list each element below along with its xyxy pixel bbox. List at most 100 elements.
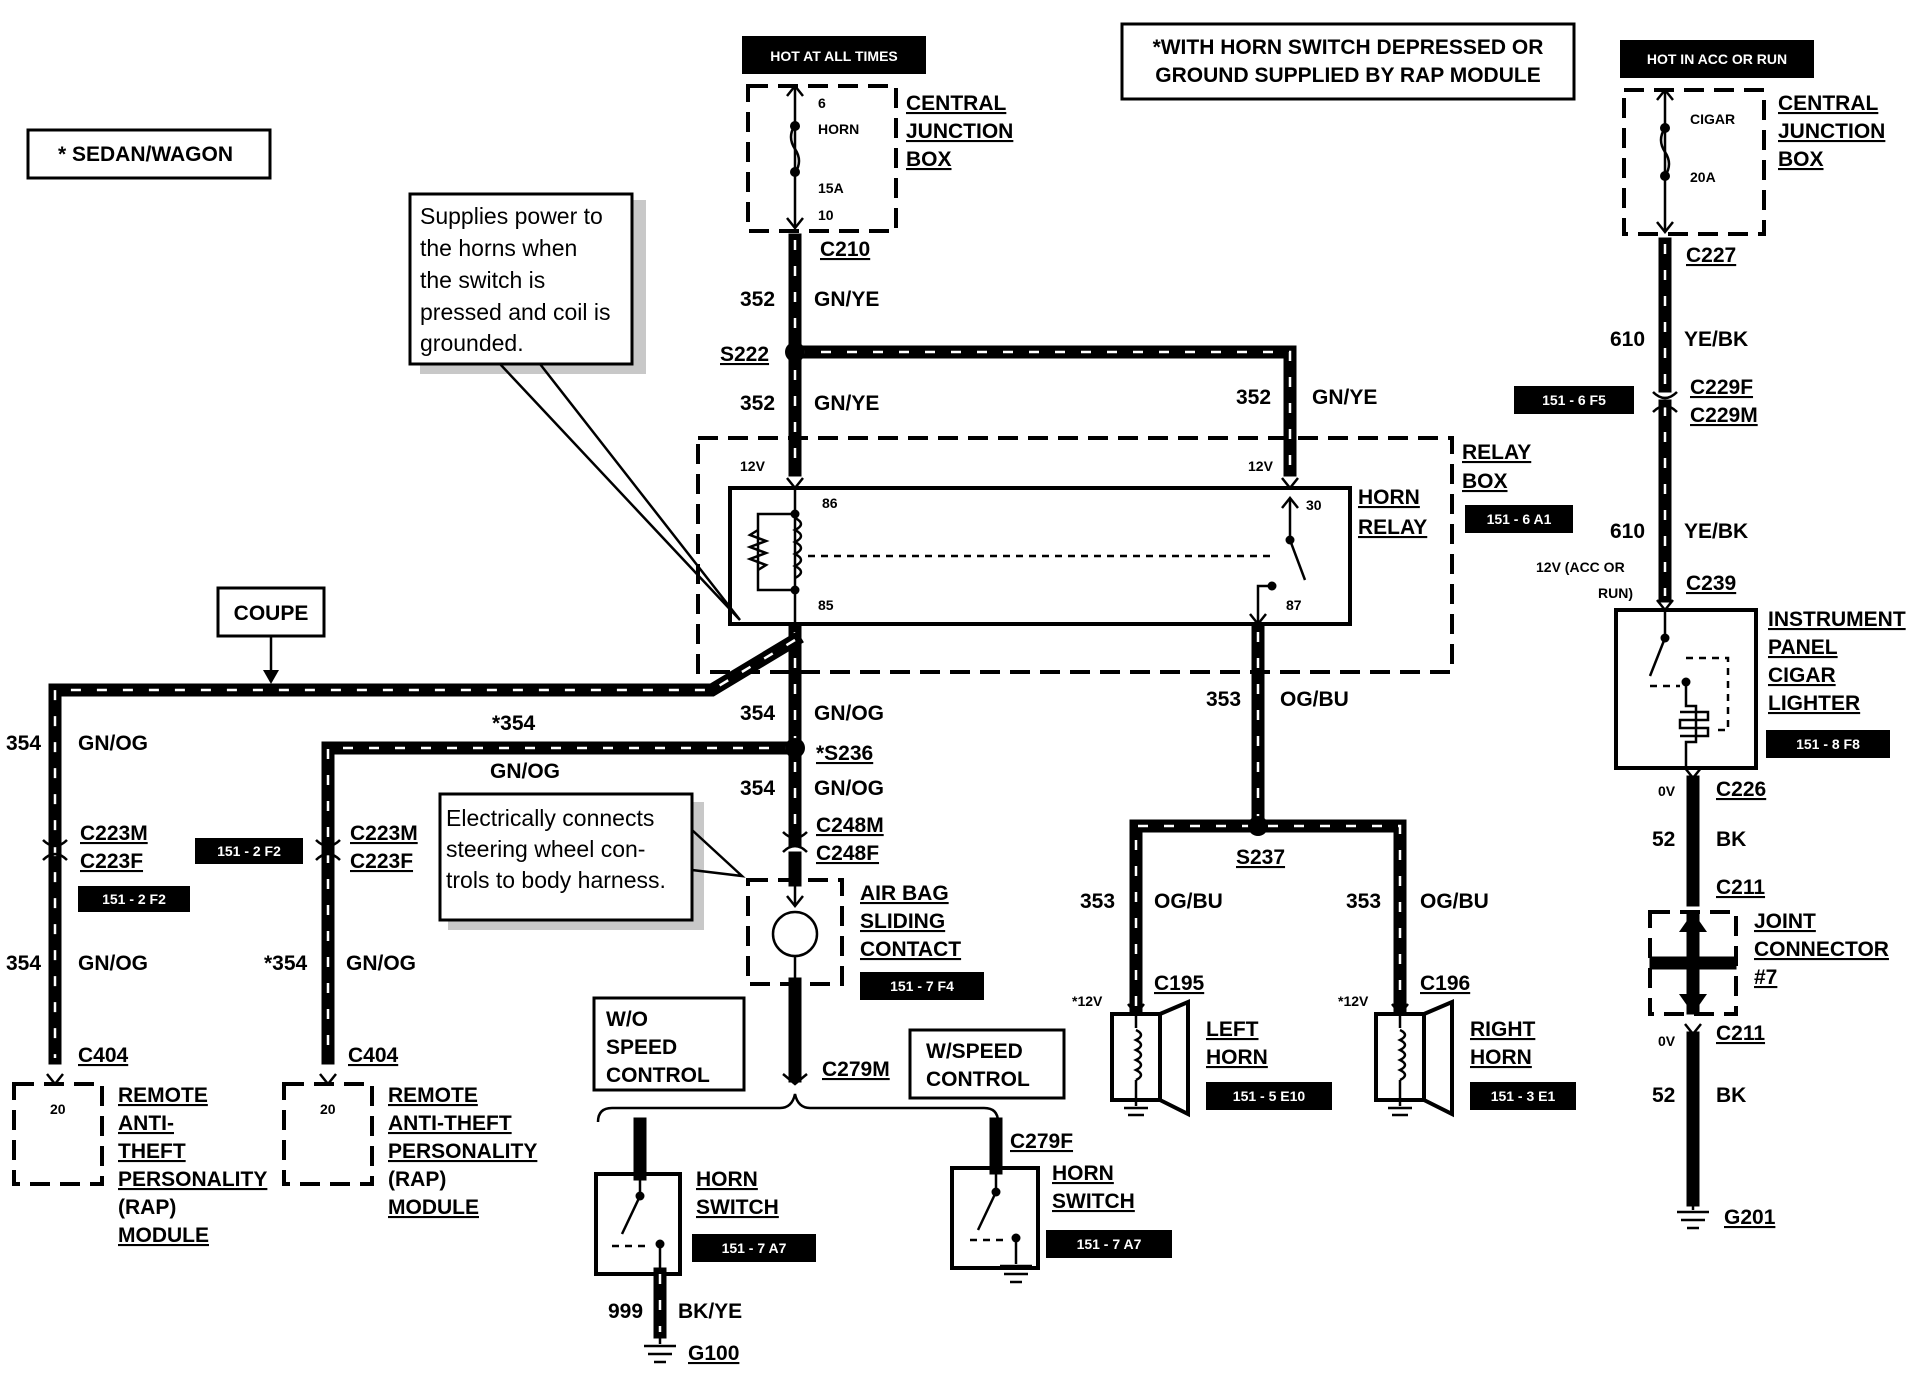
svg-text:RUN): RUN): [1598, 585, 1633, 601]
svg-text:BK/YE: BK/YE: [678, 1300, 742, 1323]
svg-text:10: 10: [818, 207, 834, 223]
svg-text:151 - 7 F4: 151 - 7 F4: [890, 978, 954, 994]
svg-text:grounded.: grounded.: [420, 330, 524, 356]
svg-text:C223M: C223M: [350, 822, 418, 845]
svg-text:*354: *354: [492, 712, 536, 735]
svg-text:12V (ACC OR: 12V (ACC OR: [1536, 559, 1625, 575]
relay-callout: Supplies power to the horns when the swi…: [408, 192, 741, 621]
svg-text:20A: 20A: [1690, 169, 1716, 185]
svg-text:C227: C227: [1686, 244, 1736, 267]
horn-switch-without-speed-control: HORN SWITCH 999 BK/YE G100: [594, 1117, 779, 1365]
svg-text:ANTI-: ANTI-: [118, 1112, 174, 1135]
svg-text:*12V: *12V: [1338, 993, 1369, 1009]
hot-at-all-times-tag: HOT AT ALL TIMES: [742, 36, 926, 74]
wire-610: C227 610 YE/BK C229F C229M 610 YE/BK 12V…: [1536, 237, 1758, 603]
svg-text:GROUND SUPPLIED BY RAP MODULE: GROUND SUPPLIED BY RAP MODULE: [1155, 64, 1540, 87]
svg-text:C210: C210: [820, 238, 870, 261]
page-ref-switch-1: 151 - 7 A7: [692, 1234, 816, 1262]
svg-text:C248F: C248F: [816, 842, 879, 865]
svg-text:*354: *354: [264, 952, 308, 975]
page-ref-relay: 151 - 6 A1: [1465, 505, 1573, 533]
svg-text:999: 999: [608, 1300, 643, 1323]
coupe-note: COUPE: [216, 586, 326, 684]
svg-text:HORN: HORN: [818, 121, 859, 137]
svg-text:353: 353: [1206, 688, 1241, 711]
page-ref-right-horn: 151 - 3 E1: [1470, 1082, 1576, 1110]
svg-text:C229F: C229F: [1690, 376, 1753, 399]
relay-box: RELAY BOX: [696, 436, 1531, 674]
svg-text:C226: C226: [1716, 778, 1766, 801]
svg-text:C404: C404: [348, 1044, 399, 1067]
svg-text:GN/OG: GN/OG: [814, 777, 884, 800]
svg-text:151 - 3 E1: 151 - 3 E1: [1491, 1088, 1556, 1104]
rap-module-coupe: 354 GN/OG C223M C223F 354 GN/OG C404 20 …: [6, 732, 267, 1247]
svg-text:C211: C211: [1716, 876, 1765, 899]
svg-text:AIR BAG: AIR BAG: [860, 882, 949, 905]
svg-text:HORN: HORN: [1052, 1162, 1114, 1185]
svg-text:steering wheel con-: steering wheel con-: [446, 836, 645, 862]
svg-text:52: 52: [1652, 828, 1675, 851]
instrument-panel-cigar-lighter: INSTRUMENT PANEL CIGAR LIGHTER: [1614, 599, 1906, 770]
svg-text:CIGAR: CIGAR: [1768, 664, 1836, 687]
svg-text:the horns when: the horns when: [420, 235, 577, 261]
hot-in-acc-or-run-tag: HOT IN ACC OR RUN: [1620, 40, 1814, 78]
svg-text:YE/BK: YE/BK: [1684, 520, 1748, 543]
svg-text:151 - 7 A7: 151 - 7 A7: [722, 1240, 787, 1256]
svg-text:C195: C195: [1154, 972, 1205, 995]
svg-text:GN/OG: GN/OG: [78, 732, 148, 755]
svg-text:354: 354: [740, 777, 775, 800]
svg-text:Electrically connects: Electrically connects: [446, 805, 654, 831]
svg-text:COUPE: COUPE: [234, 602, 309, 625]
svg-text:C404: C404: [78, 1044, 129, 1067]
svg-text:GN/OG: GN/OG: [814, 702, 884, 725]
page-ref-switch-2: 151 - 7 A7: [1046, 1230, 1172, 1258]
svg-text:CENTRAL: CENTRAL: [906, 92, 1006, 115]
svg-text:SLIDING: SLIDING: [860, 910, 945, 933]
svg-text:6: 6: [818, 95, 826, 111]
svg-text:BK: BK: [1716, 1084, 1746, 1107]
svg-text:Supplies power to: Supplies power to: [420, 203, 603, 229]
svg-text:ANTI-THEFT: ANTI-THEFT: [388, 1112, 512, 1135]
svg-text:354: 354: [6, 952, 41, 975]
svg-text:YE/BK: YE/BK: [1684, 328, 1748, 351]
joint-connector-7: JOINT CONNECTOR #7: [1648, 910, 1889, 1016]
horn-relay: 12V 12V 86 85 30 87 HORN RELAY: [728, 458, 1427, 627]
sedan-wagon-text: * SEDAN/WAGON: [58, 143, 233, 166]
svg-text:G201: G201: [1724, 1206, 1776, 1229]
svg-text:SPEED: SPEED: [606, 1036, 677, 1059]
svg-text:HORN: HORN: [1358, 486, 1420, 509]
svg-text:CONTACT: CONTACT: [860, 938, 961, 961]
wire-352: C210 352 GN/YE S222 352 GN/YE 352 GN/YE: [720, 233, 1377, 477]
svg-text:(RAP): (RAP): [388, 1168, 446, 1191]
svg-text:*12V: *12V: [1072, 993, 1103, 1009]
central-junction-box-left: 6 HORN 15A 10 CENTRAL JUNCTION BOX: [746, 83, 1013, 233]
svg-text:trols to body harness.: trols to body harness.: [446, 867, 666, 893]
svg-text:JUNCTION: JUNCTION: [1778, 120, 1885, 143]
svg-text:C211: C211: [1716, 1022, 1765, 1045]
svg-text:610: 610: [1610, 328, 1645, 351]
svg-text:JOINT: JOINT: [1754, 910, 1816, 933]
svg-text:CONTROL: CONTROL: [926, 1068, 1030, 1091]
svg-text:0V: 0V: [1658, 1033, 1676, 1049]
svg-text:HOT AT ALL TIMES: HOT AT ALL TIMES: [770, 48, 898, 64]
svg-text:353: 353: [1346, 890, 1381, 913]
svg-text:S237: S237: [1236, 846, 1285, 869]
svg-text:20: 20: [320, 1101, 336, 1117]
svg-text:0V: 0V: [1658, 783, 1676, 799]
page-ref-c229: 151 - 6 F5: [1514, 386, 1634, 414]
svg-text:LEFT: LEFT: [1206, 1018, 1259, 1041]
svg-text:RELAY: RELAY: [1462, 441, 1531, 464]
svg-text:W/SPEED: W/SPEED: [926, 1040, 1023, 1063]
svg-text:353: 353: [1080, 890, 1115, 913]
svg-text:*WITH HORN SWITCH DEPRESSED OR: *WITH HORN SWITCH DEPRESSED OR: [1153, 36, 1544, 59]
svg-text:GN/YE: GN/YE: [814, 392, 879, 415]
svg-text:PERSONALITY: PERSONALITY: [118, 1168, 267, 1191]
svg-text:151 - 6 A1: 151 - 6 A1: [1487, 511, 1552, 527]
page-ref-left-horn: 151 - 5 E10: [1206, 1082, 1332, 1110]
svg-text:BOX: BOX: [1462, 470, 1508, 493]
svg-text:CONNECTOR: CONNECTOR: [1754, 938, 1889, 961]
svg-text:C223F: C223F: [350, 850, 413, 873]
svg-text:CONTROL: CONTROL: [606, 1064, 710, 1087]
wire-52: 0V C226 52 BK C211: [1652, 767, 1766, 907]
svg-text:151 - 8 F8: 151 - 8 F8: [1796, 736, 1860, 752]
